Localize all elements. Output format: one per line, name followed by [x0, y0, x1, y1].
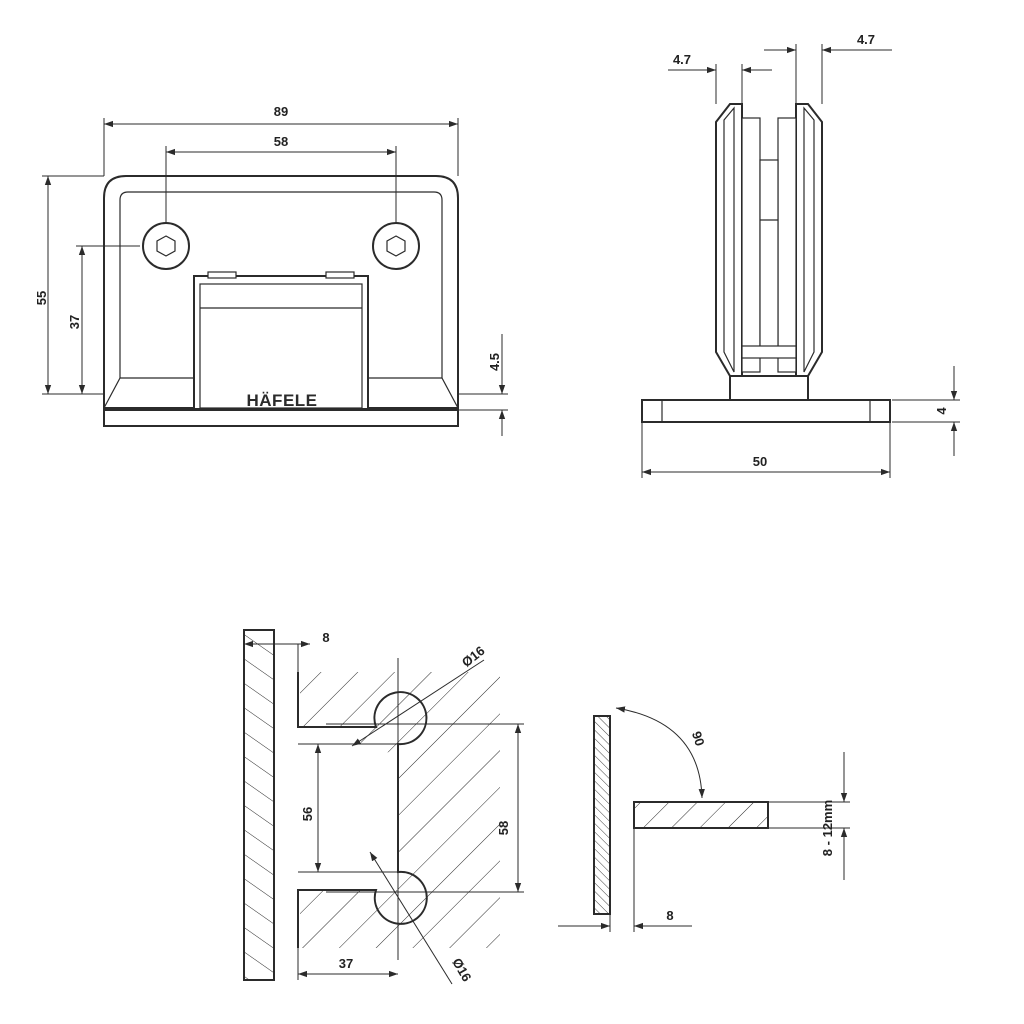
dim-gap-right: 4.7	[857, 32, 875, 47]
hinge-body-outline	[103, 175, 459, 409]
dim-hole-spacing: 58	[274, 134, 288, 149]
bevel-right	[441, 377, 459, 409]
dim-base-thickness: 4	[934, 407, 949, 415]
dim-cutout-depth: 37	[339, 956, 353, 971]
angle-view: 90 8 - 12mm 8	[558, 706, 850, 932]
screw-left	[142, 222, 190, 270]
dim-inner-height: 56	[300, 807, 315, 821]
dim-hole-height: 37	[67, 315, 82, 329]
front-view: HÄFELE 89 58 55 37 4.5	[34, 104, 508, 436]
dim-base-width: 50	[753, 454, 767, 469]
wall-plate	[103, 409, 459, 427]
dim-cutout-spacing: 58	[496, 821, 511, 835]
side-right-clamp	[795, 103, 823, 377]
glass-hatch	[300, 672, 500, 948]
cutout-view: 8 Ø16 Ø16 56 58 37	[243, 629, 524, 985]
dim-overall-width: 89	[274, 104, 288, 119]
side-base-plate	[641, 399, 891, 423]
dim-overall-height: 55	[34, 291, 49, 305]
dim-angle: 90	[689, 729, 708, 747]
side-view: 4.7 4.7 4 50	[641, 32, 960, 478]
dim-glass-thickness: 8 - 12mm	[820, 800, 835, 856]
screw-right	[372, 222, 420, 270]
center-leaf-inner	[199, 283, 363, 409]
brand-logo: HÄFELE	[247, 391, 318, 410]
side-neck	[729, 375, 809, 401]
angle-wall	[593, 715, 611, 915]
dim-hole-diameter-top: Ø16	[459, 643, 488, 670]
leader-hole-bottom	[369, 851, 453, 985]
dim-hole-diameter-bottom: Ø16	[449, 955, 474, 984]
angle-glass	[633, 801, 769, 829]
dim-gap-left: 4.7	[673, 52, 691, 67]
leader-hole-top	[351, 659, 485, 747]
bevel-left	[103, 377, 121, 409]
dim-plate-thickness: 4.5	[487, 353, 502, 371]
wall-section	[243, 629, 275, 981]
dim-wall-gap: 8	[666, 908, 673, 923]
hinge-body-chamfer	[119, 191, 443, 378]
side-left-clamp	[715, 103, 743, 377]
dim-wall-offset: 8	[322, 630, 329, 645]
angle-arc	[615, 706, 705, 799]
side-inner-leaf	[759, 159, 779, 357]
